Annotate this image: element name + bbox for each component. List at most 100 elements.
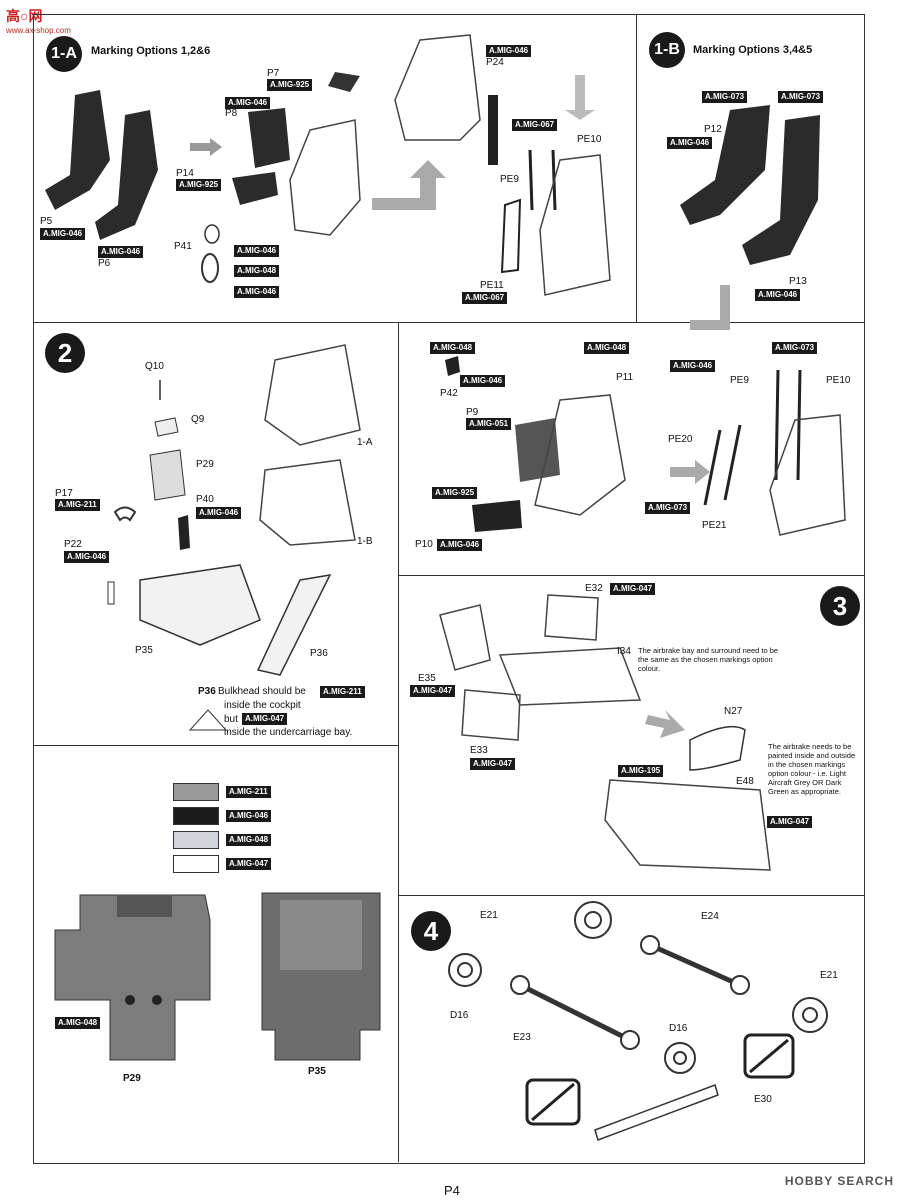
divider bbox=[398, 895, 864, 896]
panel-label: P29 bbox=[123, 1073, 141, 1084]
note-text: Bulkhead should be bbox=[218, 686, 306, 697]
paint-code: A.MIG-067 bbox=[512, 119, 558, 131]
paint-code: A.MIG-073 bbox=[778, 91, 824, 103]
part-label: P10 bbox=[415, 539, 433, 550]
paint-code: A.MIG-047 bbox=[470, 758, 516, 770]
legend-code: A.MIG-211 bbox=[226, 786, 271, 798]
part-label: E35 bbox=[418, 673, 436, 684]
part-label: PE21 bbox=[702, 520, 727, 531]
paint-code: A.MIG-047 bbox=[767, 816, 813, 828]
part-label: E33 bbox=[470, 745, 488, 756]
part-label: PE10 bbox=[826, 375, 851, 386]
paint-code: A.MIG-046 bbox=[234, 286, 280, 298]
divider bbox=[398, 322, 399, 1162]
part-label: PE20 bbox=[668, 434, 693, 445]
part-label: P42 bbox=[440, 388, 458, 399]
part-label: PE10 bbox=[577, 134, 602, 145]
note-text: The airbrake bay and surround need to be… bbox=[638, 646, 779, 673]
paint-code: A.MIG-073 bbox=[645, 502, 691, 514]
legend-swatch bbox=[173, 831, 219, 849]
part-label: Q10 bbox=[145, 361, 164, 372]
paint-code: A.MIG-211 bbox=[55, 499, 100, 511]
step-title: Marking Options 1,2&6 bbox=[91, 45, 211, 57]
part-label: P11 bbox=[616, 372, 634, 383]
part-label: N27 bbox=[724, 706, 743, 717]
paint-code: A.MIG-048 bbox=[55, 1017, 101, 1029]
paint-code: A.MIG-048 bbox=[584, 342, 630, 354]
part-label: P6 bbox=[98, 258, 111, 269]
paint-code: A.MIG-046 bbox=[98, 246, 144, 258]
legend-swatch bbox=[173, 807, 219, 825]
page-number: P4 bbox=[444, 1183, 460, 1198]
paint-code: A.MIG-925 bbox=[176, 179, 222, 191]
part-label: P22 bbox=[64, 539, 82, 550]
part-label: E32 bbox=[585, 583, 603, 594]
panel-label: P35 bbox=[308, 1066, 326, 1077]
note-text: The airbrake needs to be painted inside … bbox=[768, 742, 856, 796]
paint-code: A.MIG-047 bbox=[410, 685, 456, 697]
paint-code: A.MIG-195 bbox=[618, 765, 664, 777]
legend-code: A.MIG-047 bbox=[226, 858, 272, 870]
paint-code: A.MIG-046 bbox=[234, 245, 280, 257]
paint-code: A.MIG-046 bbox=[486, 45, 532, 57]
paint-code: A.MIG-051 bbox=[466, 418, 512, 430]
part-label: E23 bbox=[513, 1032, 531, 1043]
part-label: P40 bbox=[196, 494, 214, 505]
divider bbox=[33, 322, 864, 323]
note-text: but bbox=[224, 714, 238, 725]
part-label: P17 bbox=[55, 488, 73, 499]
paint-code: A.MIG-073 bbox=[702, 91, 748, 103]
legend-code: A.MIG-048 bbox=[226, 834, 272, 846]
paint-code: A.MIG-047 bbox=[610, 583, 656, 595]
note-text: inside the cockpit bbox=[224, 700, 301, 711]
step-badge: 2 bbox=[45, 333, 85, 373]
part-label: P14 bbox=[176, 168, 194, 179]
part-label: E24 bbox=[701, 911, 719, 922]
step-badge: 1-A bbox=[46, 36, 82, 72]
paint-code: A.MIG-046 bbox=[196, 507, 242, 519]
part-label: I34 bbox=[617, 646, 631, 657]
part-label: P29 bbox=[196, 459, 214, 470]
step-title: Marking Options 3,4&5 bbox=[693, 44, 813, 56]
legend-code: A.MIG-046 bbox=[226, 810, 272, 822]
part-label: E48 bbox=[736, 776, 754, 787]
paint-code: A.MIG-046 bbox=[667, 137, 713, 149]
divider bbox=[636, 14, 637, 322]
paint-code: A.MIG-046 bbox=[437, 539, 483, 551]
paint-code: A.MIG-048 bbox=[234, 265, 280, 277]
paint-code: A.MIG-046 bbox=[40, 228, 86, 240]
part-label: P12 bbox=[704, 124, 722, 135]
note-part: P36 bbox=[198, 686, 216, 697]
legend-swatch bbox=[173, 783, 219, 801]
part-label: Q9 bbox=[191, 414, 205, 425]
legend-swatch bbox=[173, 855, 219, 873]
step-badge: 4 bbox=[411, 911, 451, 951]
paint-code: A.MIG-925 bbox=[432, 487, 478, 499]
part-label: P13 bbox=[789, 276, 807, 287]
part-label: P9 bbox=[466, 407, 479, 418]
part-label: E21 bbox=[480, 910, 498, 921]
ref-label: 1-A bbox=[357, 437, 373, 448]
paint-code: A.MIG-046 bbox=[670, 360, 716, 372]
paint-code: A.MIG-047 bbox=[242, 713, 288, 725]
part-label: P41 bbox=[174, 241, 192, 252]
divider bbox=[33, 745, 398, 746]
paint-code: A.MIG-925 bbox=[267, 79, 313, 91]
note-text: inside the undercarriage bay. bbox=[224, 727, 353, 738]
divider bbox=[398, 575, 864, 576]
part-label: P24 bbox=[486, 57, 504, 68]
site-watermark: HOBBY SEARCH bbox=[784, 1174, 894, 1188]
paint-code: A.MIG-046 bbox=[460, 375, 506, 387]
part-label: P8 bbox=[225, 108, 238, 119]
ref-label: 1-B bbox=[357, 536, 373, 547]
page-frame bbox=[33, 14, 865, 1164]
part-label: P36 bbox=[310, 648, 328, 659]
paint-code: A.MIG-211 bbox=[320, 686, 365, 698]
part-label: E21 bbox=[820, 970, 838, 981]
part-label: E30 bbox=[754, 1094, 772, 1105]
part-label: P5 bbox=[40, 216, 53, 227]
step-badge: 1-B bbox=[649, 32, 685, 68]
paint-code: A.MIG-046 bbox=[64, 551, 110, 563]
paint-code: A.MIG-048 bbox=[430, 342, 476, 354]
paint-code: A.MIG-067 bbox=[462, 292, 508, 304]
